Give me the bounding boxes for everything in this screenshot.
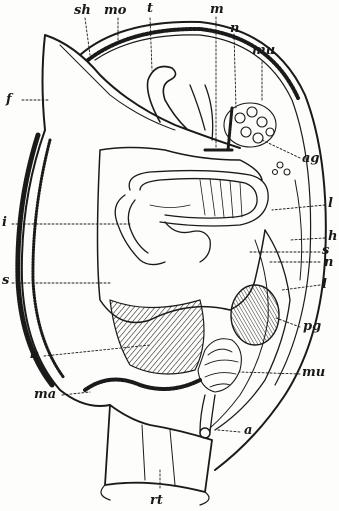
lower-muscle [198, 339, 241, 392]
label-n-right: n [324, 256, 333, 269]
label-t: t [147, 2, 153, 15]
label-a: a [244, 424, 252, 437]
body-wall [22, 130, 110, 406]
label-l-upper: l [328, 197, 333, 210]
label-pg: pg [303, 320, 321, 333]
foot-flap [43, 35, 241, 148]
label-s-left: s [2, 274, 9, 287]
label-ag: ag [302, 152, 320, 165]
shaded-region [110, 300, 204, 374]
stalk [105, 405, 212, 492]
coiled-intestine [115, 171, 268, 265]
label-f: f [6, 93, 12, 106]
label-sh: sh [74, 4, 91, 17]
label-n-top: n [230, 22, 239, 35]
label-m: m [210, 3, 224, 16]
body-wall-band-2 [33, 140, 64, 378]
label-mu-bottom: mu [302, 366, 325, 379]
label-mo: mo [104, 4, 126, 17]
hooked-organ [148, 67, 189, 131]
label-ma: ma [34, 388, 56, 401]
pedal-ganglion [231, 285, 279, 345]
label-rt: rt [150, 494, 163, 507]
label-h: h [328, 230, 337, 243]
label-b: b [30, 348, 39, 361]
label-l-lower: l [322, 278, 327, 291]
mantle-edge [85, 380, 200, 390]
anal-tube [200, 395, 215, 432]
label-mu-top: mu [252, 44, 275, 57]
gland-upper [224, 103, 290, 175]
label-i: i [2, 216, 7, 229]
